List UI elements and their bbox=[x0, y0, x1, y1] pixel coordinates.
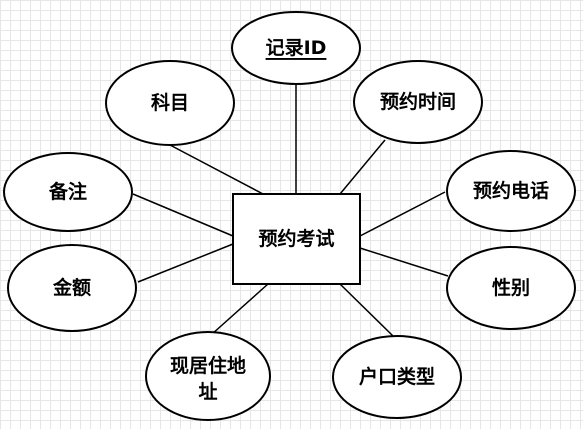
entity-label: 预约考试 bbox=[258, 227, 334, 250]
relationship-lines bbox=[132, 84, 449, 344]
edge-appointment-time bbox=[339, 139, 386, 195]
edge-remark bbox=[132, 193, 234, 237]
attribute-label-current-address: 现居住地址 bbox=[170, 354, 246, 403]
attribute-label-subject: 科目 bbox=[151, 91, 189, 114]
attribute-appointment-phone[interactable]: 预约电话 bbox=[446, 150, 576, 232]
attribute-label-gender: 性别 bbox=[492, 276, 530, 299]
attribute-label-appointment-phone: 预约电话 bbox=[473, 179, 549, 202]
edge-gender bbox=[359, 247, 449, 277]
attribute-record-id[interactable]: 记录ID bbox=[231, 11, 361, 85]
attribute-label-appointment-time: 预约时间 bbox=[380, 90, 456, 113]
attribute-label-household-type: 户口类型 bbox=[359, 365, 435, 388]
edge-amount bbox=[137, 243, 234, 283]
attribute-current-address[interactable]: 现居住地址 bbox=[145, 331, 271, 421]
attribute-label-remark: 备注 bbox=[48, 180, 87, 203]
attribute-gender[interactable]: 性别 bbox=[446, 246, 576, 330]
entity-box[interactable]: 预约考试 bbox=[232, 193, 361, 285]
attribute-household-type[interactable]: 户口类型 bbox=[332, 335, 462, 419]
attribute-amount[interactable]: 金额 bbox=[7, 244, 137, 332]
attribute-label-record-id: 记录ID bbox=[266, 37, 327, 59]
edge-household-type bbox=[339, 283, 394, 337]
attribute-subject[interactable]: 科目 bbox=[105, 60, 235, 146]
attribute-label-amount: 金额 bbox=[52, 276, 91, 299]
attribute-remark[interactable]: 备注 bbox=[3, 152, 133, 232]
attribute-appointment-time[interactable]: 预约时间 bbox=[353, 60, 483, 144]
edge-appointment-phone bbox=[359, 191, 446, 237]
attributes: 记录ID 科目 预约时间 备注 预约电话 金额 性别 现居住地址 bbox=[3, 11, 576, 421]
edge-subject bbox=[169, 144, 264, 195]
